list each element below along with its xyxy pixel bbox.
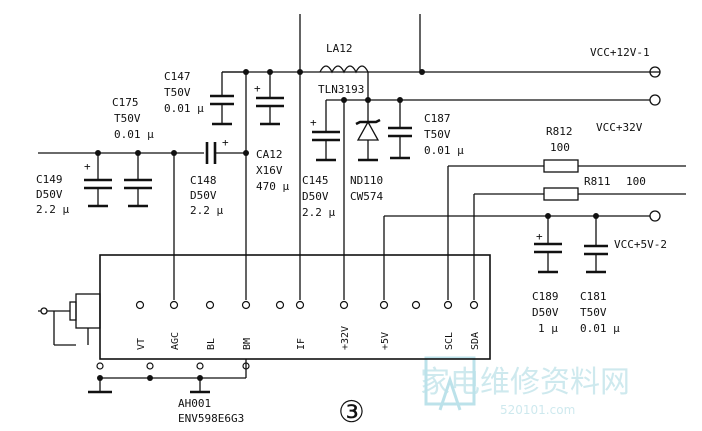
c145-spec: D50V [302,190,329,203]
c145-plus: + [310,116,317,129]
c181-spec: T50V [580,306,607,319]
c175-ref: C175 [112,96,139,109]
capacitor-c187: C187 T50V 0.01 μ [388,100,464,160]
nd110-val: CW574 [350,190,383,203]
c147-val: 0.01 μ [164,102,204,115]
pin-label-sda: SDA [470,332,481,350]
capacitor-c149: + C149 D50V 2.2 μ [36,153,112,216]
pin-label-bl: BL [206,338,217,350]
c187-ref: C187 [424,112,451,125]
capacitor-c189: + C189 D50V 1 μ [532,216,562,335]
pin-label-if: IF [296,338,307,350]
module-ref: AH001 [178,397,211,410]
capacitor-c181: C181 T50V 0.01 μ [580,216,620,335]
ca12-spec: X16V [256,164,283,177]
r812-ref: R812 [546,125,573,138]
ca12-plus: + [254,82,261,95]
resistor-r811: R811 100 [473,175,686,300]
watermark-logo-icon [424,356,476,411]
module-part: ENV598E6G3 [178,412,244,425]
label-vcc12: VCC+12V-1 [590,46,650,59]
zener-nd110: ND110 CW574 [350,100,383,203]
c149-val: 2.2 μ [36,203,69,216]
c148-spec: D50V [190,189,217,202]
ca12-val: 470 μ [256,180,289,193]
c181-val: 0.01 μ [580,322,620,335]
capacitor-ca12: + CA12 X16V 470 μ [243,69,289,300]
c187-val: 0.01 μ [424,144,464,157]
c189-ref: C189 [532,290,559,303]
c145-val: 2.2 μ [302,206,335,219]
c148-ref: C148 [190,174,217,187]
c175-val: 0.01 μ [114,128,154,141]
r811-val: 100 [626,175,646,188]
rail-32v: VCC+32V [341,72,661,134]
pin-label-bm: BM [242,338,253,350]
r812-val: 100 [550,141,570,154]
pin-label-agc: AGC [170,332,181,350]
capacitor-c145: + C145 D50V 2.2 μ [302,99,344,219]
capacitor-c148: + C148 D50V 2.2 μ [190,136,246,217]
c187-spec: T50V [424,128,451,141]
rail-12v: VCC+12V-1 [222,14,661,78]
tuner-module: VT AGC BL BM IF +32V +5V SCL SDA [38,254,491,360]
c147-ref: C147 [164,70,191,83]
c149-plus: + [84,160,91,173]
c149-ref: C149 [36,173,63,186]
capacitor-c147: C147 T50V 0.01 μ [164,70,246,126]
input-line [38,150,204,156]
label-tln3193: TLN3193 [318,83,364,96]
c175-spec: T50V [114,112,141,125]
module-pin-circles [135,300,479,310]
label-vcc32: VCC+32V [596,121,643,134]
terminal-5v-icon [649,210,661,222]
pin-label-5v: +5V [380,332,391,350]
c148-plus: + [222,136,229,149]
c189-val: 1 μ [538,322,558,335]
terminal-32v-icon [649,94,661,106]
pin-label-scl: SCL [444,332,455,350]
c147-spec: T50V [164,86,191,99]
c181-ref: C181 [580,290,607,303]
label-la12: LA12 [326,42,353,55]
capacitor-c175: C175 T50V 0.01 μ [112,96,154,208]
ca12-ref: CA12 [256,148,283,161]
ground-bus [88,359,250,394]
r811-ref: R811 [584,175,611,188]
c189-plus: + [536,230,543,243]
nd110-ref: ND110 [350,174,383,187]
resistor-r812: R812 100 [447,125,686,300]
figure-number: ③ [338,395,365,430]
pin-label-vt: VT [136,338,147,350]
c145-ref: C145 [302,174,329,187]
inductor-la12: LA12 TLN3193 [318,42,369,96]
watermark-layer: 家电维修资料网 520101.com [420,356,630,417]
c149-spec: D50V [36,188,63,201]
c189-spec: D50V [532,306,559,319]
pin-label-32v: +32V [340,326,351,350]
watermark-text-url: 520101.com [500,403,575,417]
label-vcc5: VCC+5V-2 [614,238,667,251]
c148-val: 2.2 μ [190,204,223,217]
